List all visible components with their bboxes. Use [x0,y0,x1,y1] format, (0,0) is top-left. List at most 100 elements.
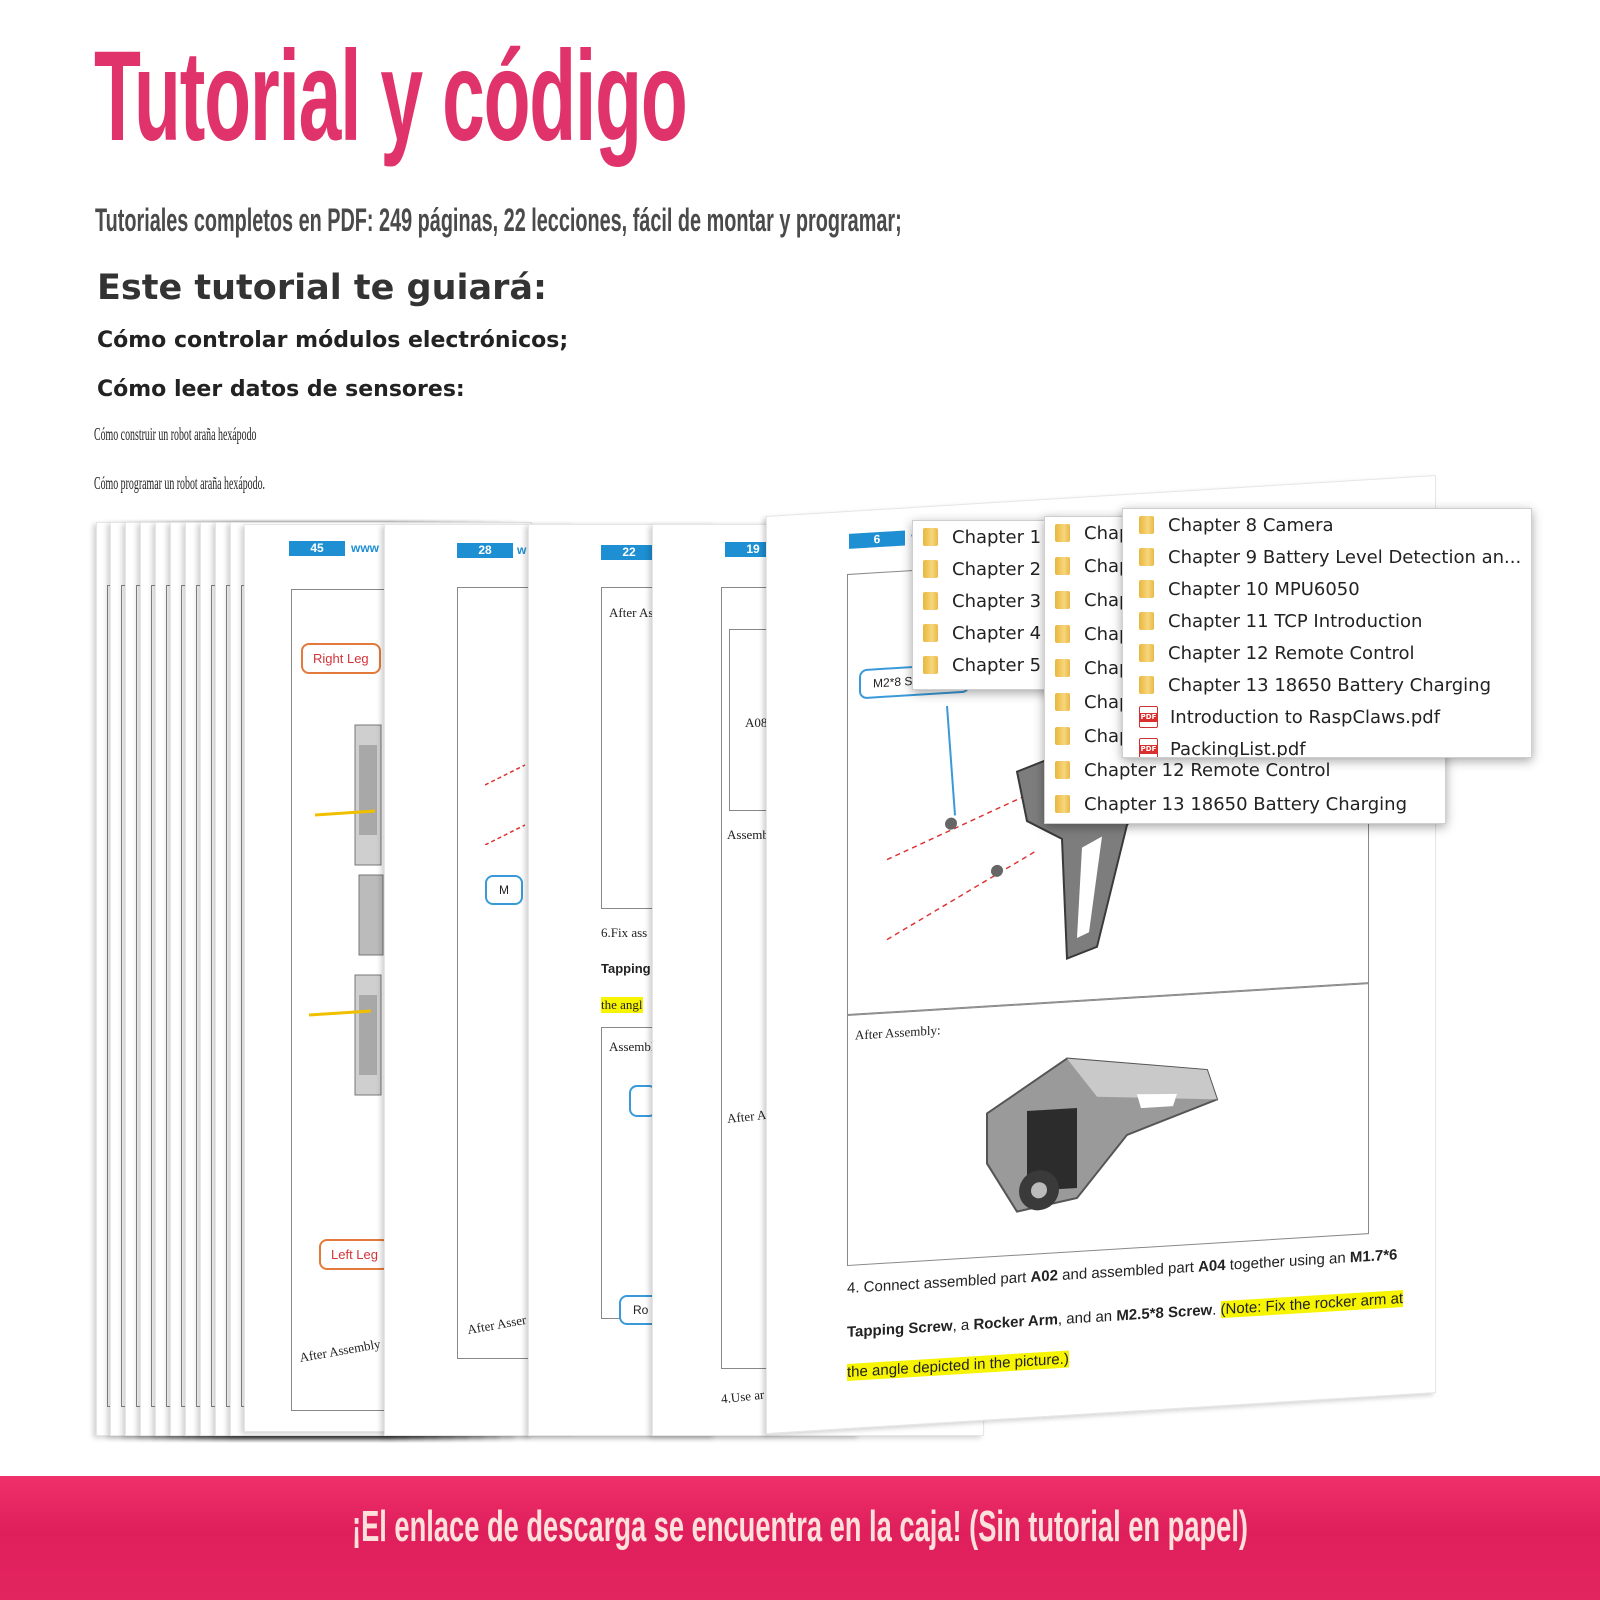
chapter-folder[interactable]: Chapter 4 L [923,617,1059,649]
chapter-label: Chapter 4 L [952,622,1057,644]
folder-icon [1139,580,1154,598]
pdf-file[interactable]: Introduction to RaspClaws.pdf [1139,701,1531,733]
folder-icon [1055,693,1070,711]
chapter-label: Chapter 9 Battery Level Detection an... [1168,546,1522,568]
pdf-file-icon [1139,706,1158,728]
guide-heading: Este tutorial te guiará: [97,268,547,308]
folder-icon [923,560,938,578]
chapter-folder[interactable]: Chapter 12 Remote Control [1139,637,1531,669]
right-leg-callout: Right Leg [301,643,381,674]
step-text: , a [952,1316,974,1335]
folder-icon [1139,644,1154,662]
chapter-folder[interactable]: Chap [1055,617,1445,651]
download-banner [0,1476,1600,1600]
chapter-folder[interactable]: Chapter 8 Camera [1139,509,1531,541]
folder-icon [1055,727,1070,745]
chapter-folder[interactable]: Chapter 13 18650 Battery Charging [1139,669,1531,701]
step-text: together using an [1225,1249,1350,1274]
step-text: and assembled part [1057,1258,1199,1285]
folder-icon [1139,676,1154,694]
folder-icon [1055,625,1070,643]
folder-icon [923,656,938,674]
guide-item-sensors: Cómo leer datos de sensores: [97,377,465,402]
tapping-label: Tapping [601,961,651,976]
part-a02: A02 [1030,1267,1058,1286]
page-website: w [517,543,527,557]
chapter-label: Chapter 13 18650 Battery Charging [1084,793,1407,815]
chapter-label: Chap [1084,623,1131,645]
chapter-folder[interactable]: Chap [1055,685,1445,719]
small-item-program: Cómo programar un robot araña hexápodo. [94,473,265,493]
tapping-screw: Tapping Screw [847,1317,953,1342]
rocker-arm-assembled-illustration [986,1057,1219,1213]
folder-icon [1139,516,1154,534]
pdf-file-icon [1139,738,1158,757]
folder-icon [923,624,938,642]
part-callout: M [485,875,523,905]
chapter-label: Chap [1084,725,1131,747]
chapter-folder[interactable]: Chap [1055,719,1445,753]
page-website: www [351,541,380,555]
folder-icon [1139,612,1154,630]
page-title: Tutorial y código [94,25,688,168]
chapter-label: Chap [1084,657,1131,679]
file-label: PackingList.pdf [1170,738,1306,758]
note-highlight-line-2: the angle depicted in the picture.) [847,1350,1069,1382]
step-text: 4. Connect assembled part [847,1268,1031,1298]
step-text: , and an [1057,1307,1117,1329]
chapter-folder[interactable]: Chapter 10 MPU6050 [1139,573,1531,605]
folder-icon [1055,591,1070,609]
chapter-label: Chapter 3 F [952,590,1058,612]
chapter-label: Chapter 13 18650 Battery Charging [1168,674,1491,696]
chapter-folder[interactable]: Chapter 13 18650 Battery Charging [1055,787,1445,821]
chapter-label: Chap [1084,589,1131,611]
rocker-arm: Rocker Arm [973,1311,1058,1334]
chapter-label: Chapter 10 MPU6050 [1168,578,1360,600]
chapter-folder[interactable]: Chapter 1 F [923,521,1059,553]
folder-icon [1055,795,1070,813]
folder-icon [923,592,938,610]
chapter-folder[interactable]: Chap [1055,651,1445,685]
file-label: Introduction to RaspClaws.pdf [1170,706,1441,728]
screw-m17: M1.7*6 [1349,1246,1398,1267]
chapter-folder[interactable]: Chapter 12 Remote Control [1055,753,1445,787]
folder-icon [1139,548,1154,566]
step-label: 4.Use ar [720,1386,765,1407]
folder-icon [1055,761,1070,779]
chapter-folder[interactable]: Chap [1055,517,1445,549]
after-assembly-label: After As [609,605,654,620]
chapter-folder[interactable]: Chapter 11 TCP Introduction [1139,605,1531,637]
pdf-file[interactable]: PackingList.pdf [1139,733,1531,758]
chapter-label: Chapter 12 Remote Control [1168,642,1415,664]
chapter-label: Chap [1084,691,1131,713]
folder-icon [1055,557,1070,575]
chapter-label: Chap [1084,555,1131,577]
chapter-folder[interactable]: Chap [1055,549,1445,583]
chapter-list-3: Chapter 8 Camera Chapter 9 Battery Level… [1122,508,1532,758]
guide-item-modules: Cómo controlar módulos electrónicos; [97,328,569,353]
part-label: A08 [745,715,768,730]
assembly-label: Assembl [727,827,773,842]
step-text: . [1212,1301,1221,1319]
chapter-label: Chapter 2 F [952,558,1058,580]
folder-icon [1055,524,1070,542]
chapter-label: Chapter 8 Camera [1168,514,1334,536]
subtitle: Tutoriales completos en PDF: 249 páginas… [95,202,902,238]
page-number: 6 [849,530,905,549]
chapter-list-1: Chapter 1 F Chapter 2 F Chapter 3 F Chap… [912,520,1060,690]
chapter-folder[interactable]: Chapter 9 Battery Level Detection an... [1139,541,1531,573]
folder-icon [923,528,938,546]
page-number: 45 [289,541,345,556]
chapter-folder[interactable]: Chapter 3 F [923,585,1059,617]
step-label: 6.Fix ass [601,925,648,940]
page-number: 28 [457,543,513,558]
screw-m25: M2.5*8 Screw [1116,1301,1213,1325]
highlight-note: the angl [601,997,643,1013]
assembly-label: Assembl [609,1039,655,1054]
chapter-folder[interactable]: Chap [1055,583,1445,617]
chapter-folder[interactable]: Chapter 5 E [923,649,1059,681]
part-a04: A04 [1198,1256,1226,1276]
small-item-build: Cómo construir un robot araña hexápodo [94,424,257,444]
banner-text: ¡El enlace de descarga se encuentra en l… [351,1502,1249,1551]
chapter-folder[interactable]: Chapter 2 F [923,553,1059,585]
